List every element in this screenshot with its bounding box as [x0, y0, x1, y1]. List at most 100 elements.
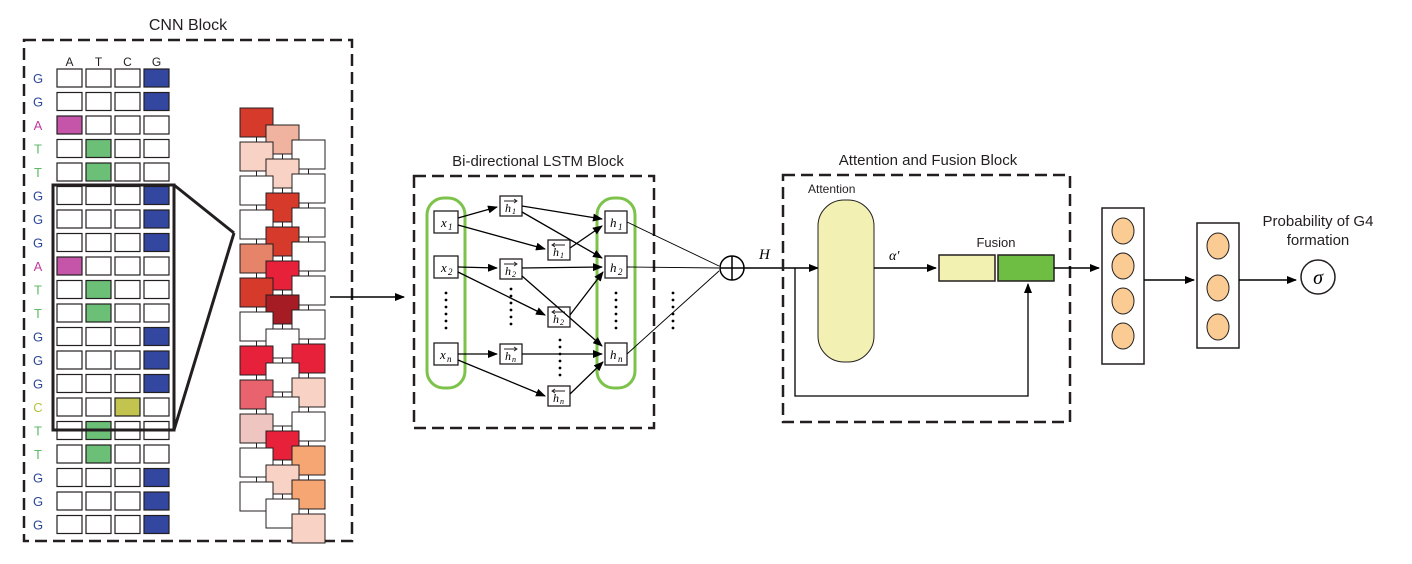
one-hot-cell	[56, 350, 83, 370]
one-hot-cell	[143, 514, 170, 535]
sequence-base: A	[34, 118, 43, 133]
sequence-base: G	[33, 95, 43, 110]
one-hot-cell	[85, 514, 112, 535]
svg-text:h: h	[610, 215, 617, 230]
sigmoid-output: σ	[1300, 259, 1336, 295]
one-hot-cell	[85, 232, 112, 253]
one-hot-cell	[143, 115, 170, 135]
one-hot-cell	[85, 303, 112, 323]
lstm-block-border	[412, 174, 656, 430]
svg-text:x: x	[440, 260, 447, 275]
svg-text:h: h	[610, 347, 617, 362]
lstm-connections	[457, 205, 604, 397]
column-header-C: C	[123, 55, 132, 69]
one-hot-cell	[143, 185, 170, 206]
svg-text:h: h	[505, 201, 511, 215]
one-hot-cell	[56, 209, 83, 229]
sequence-base: T	[34, 165, 42, 180]
one-hot-cell	[85, 68, 112, 88]
sequence-base: G	[33, 330, 43, 345]
fusion-attention-vector	[938, 254, 996, 282]
one-hot-cell	[114, 373, 141, 394]
one-hot-cell	[114, 138, 141, 159]
sequence-base: G	[33, 471, 43, 486]
output-label-line2: formation	[1287, 232, 1350, 249]
svg-text:1: 1	[618, 222, 623, 232]
one-hot-cell	[143, 162, 170, 182]
one-hot-cell	[56, 514, 83, 535]
one-hot-cell	[85, 256, 112, 276]
one-hot-cell	[114, 185, 141, 206]
convolution-window	[51, 183, 176, 432]
one-hot-cell	[56, 232, 83, 253]
svg-text:2: 2	[560, 318, 564, 327]
one-hot-cell	[143, 397, 170, 417]
one-hot-cell	[114, 326, 141, 347]
one-hot-cell	[114, 514, 141, 535]
svg-text:h: h	[610, 260, 617, 275]
output-group-outline	[595, 196, 637, 390]
one-hot-cell	[56, 467, 83, 488]
one-hot-cell	[85, 326, 112, 347]
fusion-hidden-vector	[997, 254, 1055, 282]
one-hot-cell	[56, 303, 83, 323]
one-hot-cell	[114, 350, 141, 370]
input-group-outline	[425, 196, 467, 390]
sequence-base: G	[33, 189, 43, 204]
one-hot-cell	[56, 279, 83, 300]
one-hot-cell	[143, 209, 170, 229]
ellipsis-dots	[444, 287, 675, 377]
convolution-projection-top	[173, 183, 235, 235]
svg-text:x: x	[439, 347, 446, 362]
feature-map-cell	[239, 175, 274, 206]
svg-text:x: x	[440, 215, 447, 230]
svg-text:h: h	[553, 245, 559, 259]
one-hot-cell	[85, 444, 112, 464]
one-hot-cell	[143, 303, 170, 323]
svg-text:h: h	[553, 312, 559, 326]
sequence-base: T	[34, 306, 42, 321]
svg-text:h: h	[505, 264, 511, 278]
one-hot-cell	[114, 397, 141, 417]
sequence-base: T	[34, 424, 42, 439]
attention-module	[817, 199, 875, 363]
one-hot-cell	[56, 326, 83, 347]
one-hot-cell	[114, 209, 141, 229]
one-hot-cell	[56, 115, 83, 135]
attention-label: Attention	[808, 182, 855, 196]
svg-text:n: n	[447, 354, 452, 364]
one-hot-cell	[143, 256, 170, 276]
one-hot-cell	[56, 68, 83, 88]
svg-text:h: h	[553, 391, 559, 405]
lstm-block-title: Bi-directional LSTM Block	[452, 153, 624, 170]
one-hot-cell	[85, 350, 112, 370]
output-label-line1: Probability of G4	[1263, 213, 1374, 230]
one-hot-cell	[85, 373, 112, 394]
alpha-label: α′	[889, 249, 900, 264]
feature-maps	[239, 107, 326, 544]
skip-connection	[794, 268, 1032, 397]
one-hot-cell	[56, 185, 83, 206]
svg-text:n: n	[512, 355, 516, 364]
one-hot-cell	[143, 68, 170, 88]
one-hot-cell	[85, 138, 112, 159]
feature-map-cell	[239, 481, 274, 512]
fusion-label: Fusion	[976, 235, 1015, 250]
feature-map-cell	[291, 513, 326, 544]
sequence-base: G	[33, 71, 43, 86]
one-hot-cell	[85, 467, 112, 488]
dense-layer-2	[1196, 222, 1240, 349]
svg-text:n: n	[618, 354, 623, 364]
one-hot-cell	[114, 279, 141, 300]
one-hot-cell	[56, 491, 83, 511]
